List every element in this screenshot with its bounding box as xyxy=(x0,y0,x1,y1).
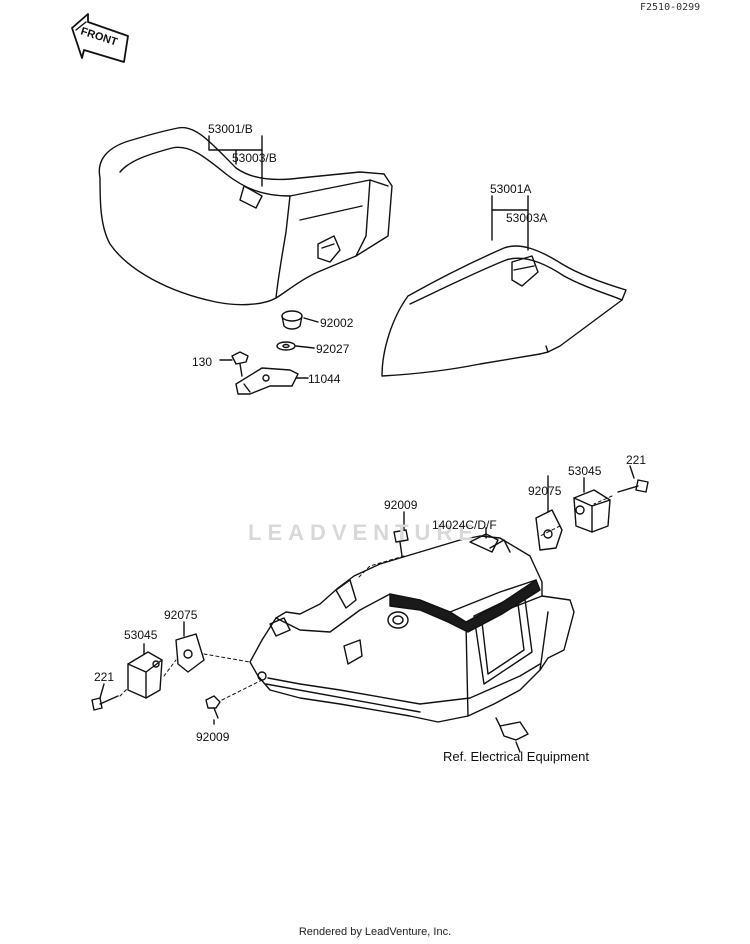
bolt-221-left-drawing xyxy=(91,695,119,711)
label-53045-left: 53045 xyxy=(124,628,158,642)
label-53003-b: 53003/B xyxy=(232,151,277,165)
label-92075-left: 92075 xyxy=(164,608,198,622)
knob-drawing xyxy=(281,310,303,330)
tail-cover-drawing xyxy=(249,533,575,741)
bracket-drawing xyxy=(235,367,299,395)
left-seat-drawing xyxy=(98,126,393,306)
label-53001a: 53001A xyxy=(490,182,532,196)
label-92009-bottom: 92009 xyxy=(196,730,230,744)
label-92009-top: 92009 xyxy=(384,498,418,512)
label-ref-electrical: Ref. Electrical Equipment xyxy=(443,749,589,764)
label-53003a: 53003A xyxy=(506,211,548,225)
pad-right-drawing xyxy=(535,509,563,551)
label-221-right: 221 xyxy=(626,453,647,467)
footer-credit: Rendered by LeadVenture, Inc. xyxy=(298,926,452,938)
label-92002: 92002 xyxy=(320,316,354,330)
label-11044: 11044 xyxy=(308,372,341,386)
hook-right-drawing xyxy=(573,489,611,533)
label-221-left: 221 xyxy=(94,670,115,684)
label-92027: 92027 xyxy=(316,342,350,356)
label-92075-right: 92075 xyxy=(528,484,562,498)
label-53045-right: 53045 xyxy=(568,464,602,478)
label-53001-b: 53001/B xyxy=(208,122,253,136)
bolt-221-right-drawing xyxy=(617,479,649,493)
bolt-92009-bottom-drawing xyxy=(205,695,221,719)
hook-left-drawing xyxy=(127,651,163,699)
label-14024: 14024C/D/F xyxy=(432,518,497,532)
right-seat-drawing xyxy=(381,245,627,377)
label-130: 130 xyxy=(192,355,213,369)
bolt-130-drawing xyxy=(231,351,249,377)
washer-drawing xyxy=(276,341,296,351)
bolt-92009-top-drawing xyxy=(393,529,409,557)
front-arrow-icon xyxy=(71,13,129,63)
watermark-text: LEADVENTURE xyxy=(248,520,480,545)
pad-left-drawing xyxy=(175,633,205,673)
document-code: F2510-0299 xyxy=(640,2,701,13)
